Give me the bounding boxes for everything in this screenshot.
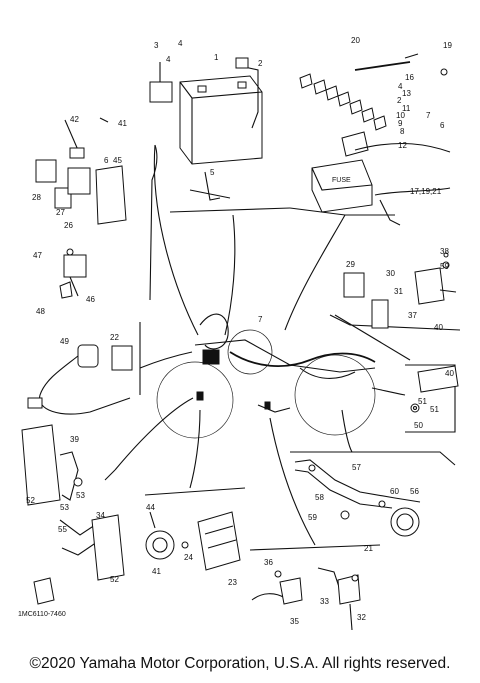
callout-52: 52 [26, 496, 35, 505]
fuse-tag: FUSE [332, 177, 351, 184]
callout-36: 36 [264, 558, 273, 567]
callout-55: 55 [58, 525, 67, 534]
callout-5: 5 [210, 168, 215, 177]
main-wire-harness [196, 349, 376, 410]
callout-43: 41 [152, 567, 161, 576]
callout-26: 26 [64, 221, 73, 230]
frame-outline [156, 313, 376, 439]
callout-10: 10 [396, 111, 405, 120]
callout-7: 7 [258, 315, 263, 324]
callout-38: 38 [440, 247, 449, 256]
horn [145, 511, 189, 560]
relay-group [35, 117, 127, 225]
battery-band [189, 171, 231, 201]
callout-4: 4 [178, 39, 183, 48]
callout-42: 42 [70, 115, 79, 124]
callout-3: 3 [154, 41, 159, 50]
callout-40: 40 [434, 323, 443, 332]
callout-51b: 51 [430, 405, 439, 414]
battery-lead [149, 57, 259, 129]
callout-20: 20 [351, 36, 360, 45]
callout-6: 6 [104, 156, 109, 165]
callout-39: 39 [70, 435, 79, 444]
callout-51: 51 [418, 397, 427, 406]
regulator [197, 511, 241, 571]
leader-lines [114, 144, 411, 546]
right-bracket [410, 365, 459, 413]
callout-11: 11 [402, 104, 411, 113]
callout-1: 1 [214, 53, 219, 62]
callout-37: 37 [408, 311, 417, 320]
callout-35: 35 [290, 617, 299, 626]
callout-33: 33 [320, 597, 329, 606]
callout-29: 29 [346, 260, 355, 269]
callout-22: 22 [110, 333, 119, 342]
callout-2b: 2 [397, 96, 402, 105]
callout-60: 60 [390, 487, 399, 496]
callout-7b: 7 [426, 111, 431, 120]
callout-4c: 4 [398, 82, 403, 91]
callout-12: 12 [398, 141, 407, 150]
callout-28: 28 [32, 193, 41, 202]
callout-9: 9 [398, 119, 403, 128]
callout-8: 8 [400, 127, 405, 136]
part-callouts: 4 4 3 1 2 5 42 41 28 27 26 6 45 47 46 48… [26, 36, 454, 626]
fuse-strip [299, 73, 387, 157]
copyright-notice: ©2020 Yamaha Motor Corporation, U.S.A. A… [29, 655, 451, 672]
lamp [390, 507, 420, 537]
callout-19: 19 [443, 41, 452, 50]
callout-49: 49 [60, 337, 69, 346]
tie-strap [354, 53, 448, 76]
callout-53b: 53 [60, 503, 69, 512]
callout-58: 58 [315, 493, 324, 502]
callout-59b: 59 [308, 513, 317, 522]
callout-48: 48 [36, 307, 45, 316]
callout-50: 50 [414, 421, 423, 430]
callout-24: 24 [184, 553, 193, 562]
right-relay-group [343, 252, 457, 329]
callout-41: 41 [118, 119, 127, 128]
switch-cable [251, 567, 361, 631]
callout-31: 31 [394, 287, 403, 296]
callout-54: 34 [96, 511, 105, 520]
callout-53: 53 [76, 491, 85, 500]
bracket-lower [33, 514, 125, 605]
callout-47: 47 [33, 251, 42, 260]
battery [179, 75, 263, 165]
callout-27: 27 [56, 208, 65, 217]
callout-2: 2 [258, 59, 263, 68]
harness-cable-right [354, 142, 451, 226]
callout-17: 17,19,21 [410, 187, 442, 196]
callout-46: 46 [86, 295, 95, 304]
sensor-assembly [59, 248, 87, 299]
callout-57: 57 [352, 463, 361, 472]
lamp-bracket [294, 459, 421, 520]
fuse-box: FUSE [311, 159, 373, 213]
callout-45: 45 [113, 156, 122, 165]
callout-6b: 6 [440, 121, 445, 130]
callout-21: 21 [364, 544, 373, 553]
callout-56: 56 [410, 487, 419, 496]
callout-30: 30 [386, 269, 395, 278]
figure-code: 1MC6110-7460 [18, 611, 66, 618]
callout-44: 44 [146, 503, 155, 512]
callout-40b: 40 [445, 369, 454, 378]
bracket-cover [21, 424, 83, 506]
group-brackets [104, 144, 461, 551]
callout-52b: 52 [110, 575, 119, 584]
callout-23: 23 [228, 578, 237, 587]
callout-32: 32 [357, 613, 366, 622]
callout-4b: 4 [166, 55, 171, 64]
callout-13: 13 [402, 89, 411, 98]
wire-lead [27, 344, 133, 415]
callout-16: 16 [405, 73, 414, 82]
callout-59: 59 [440, 262, 449, 271]
